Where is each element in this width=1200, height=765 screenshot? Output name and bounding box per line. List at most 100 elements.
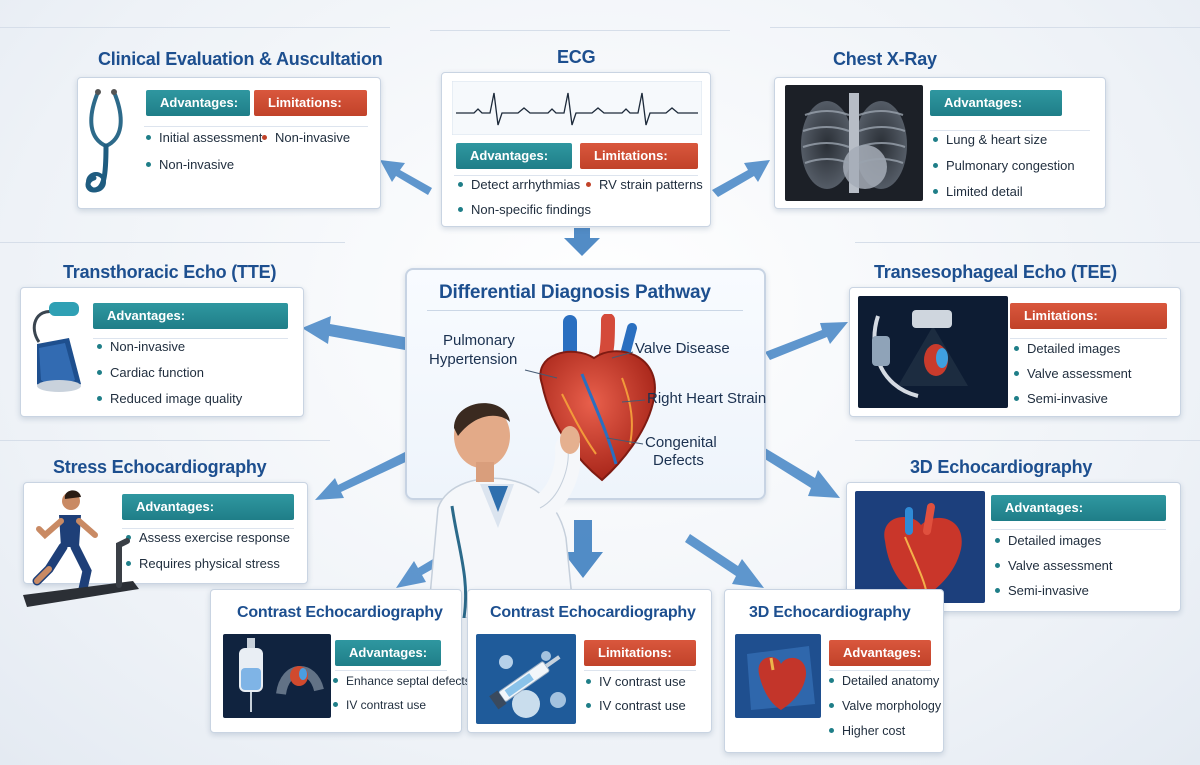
- clinical-limitations-tag: Limitations:: [254, 90, 367, 116]
- contrast2-item: IV contrast use: [599, 674, 686, 689]
- clinical-item: Non-invasive: [159, 157, 235, 172]
- contrast2-item: IV contrast use: [599, 698, 686, 713]
- arrow-to-tte: [302, 316, 410, 350]
- bullet-icon: [333, 702, 338, 708]
- divider: [770, 27, 1200, 28]
- contrast1-title: Contrast Echocardiography: [237, 604, 443, 621]
- echo3d-bottom-panel: 3D Echocardiography Advantages: Detailed…: [724, 589, 944, 753]
- 3d-heart-image: [855, 491, 985, 603]
- bullet-icon: [829, 703, 834, 709]
- echo3d-bottom-advantages-tag: Advantages:: [829, 640, 931, 666]
- bullet-icon: [458, 182, 463, 188]
- xray-item: Pulmonary congestion: [946, 158, 1075, 173]
- arrow-to-3d-bottom: [685, 534, 764, 588]
- echo3d-right-item: Valve assessment: [1008, 558, 1113, 573]
- echo3d-bottom-item: Detailed anatomy: [842, 674, 940, 688]
- echo3d-right-title: 3D Echocardiography: [910, 457, 1093, 477]
- arrow-to-clinical: [380, 160, 432, 195]
- clinical-item: Non-invasive: [275, 130, 351, 145]
- bullet-icon: [126, 535, 131, 541]
- contrast1-item: IV contrast use: [346, 698, 427, 712]
- contrast2-panel: Contrast Echocardiography Limitations: I…: [467, 589, 712, 733]
- label-hypertension: Hypertension: [429, 351, 518, 368]
- contrast1-item: Enhance septal defects: [346, 674, 471, 688]
- label-connectors: [524, 351, 646, 445]
- ecg-item: Detect arrhythmias: [471, 177, 581, 192]
- arrow-to-tee: [765, 322, 848, 360]
- bullet-icon: [146, 135, 151, 141]
- divider: [0, 440, 330, 441]
- tee-item: Detailed images: [1027, 341, 1121, 356]
- tee-item: Valve assessment: [1027, 366, 1132, 381]
- divider: [855, 440, 1200, 441]
- clinical-title: Clinical Evaluation & Auscultation: [98, 49, 383, 69]
- tte-panel: Advantages: Non-invasive Cardiac functio…: [20, 287, 304, 417]
- treadmill-runner-icon: [23, 490, 139, 607]
- ecg-limitations-tag: Limitations:: [580, 143, 698, 169]
- bullet-icon: [933, 137, 938, 143]
- label-right-heart-strain: Right Heart Strain: [647, 390, 767, 407]
- tee-title: Transesophageal Echo (TEE): [874, 262, 1117, 282]
- clinical-item: Initial assessment: [159, 130, 263, 145]
- bullet-icon: [333, 678, 338, 684]
- xray-advantages-tag: Advantages:: [930, 90, 1062, 116]
- bullet-icon: [995, 588, 1000, 594]
- echo3d-right-advantages-tag: Advantages:: [991, 495, 1166, 521]
- tte-title: Transthoracic Echo (TTE): [63, 262, 277, 282]
- bullet-icon: [97, 396, 102, 402]
- ecg-waveform-icon: [452, 81, 702, 135]
- tee-probe-image: [858, 296, 1008, 408]
- bullet-icon: [262, 135, 267, 141]
- bullet-icon: [933, 163, 938, 169]
- stress-item: Assess exercise response: [139, 530, 291, 545]
- contrast2-limitations-tag: Limitations:: [584, 640, 696, 666]
- arrow-down-ecg: [564, 228, 600, 256]
- tte-item: Non-invasive: [110, 339, 186, 354]
- echo3d-bottom-title: 3D Echocardiography: [749, 604, 911, 621]
- bullet-icon: [586, 182, 591, 188]
- label-congenital: Congenital: [645, 434, 717, 451]
- arrow-to-3d-right: [760, 448, 840, 498]
- tte-item: Cardiac function: [110, 365, 204, 380]
- 3d-heart-image: [735, 634, 821, 718]
- bullet-icon: [995, 563, 1000, 569]
- ecg-panel: Advantages: Limitations: Detect arrhythm…: [441, 72, 711, 227]
- stress-title: Stress Echocardiography: [53, 457, 267, 477]
- arrow-to-contrast2: [563, 520, 603, 578]
- xray-item: Lung & heart size: [946, 132, 1048, 147]
- stethoscope-icon: [85, 89, 123, 193]
- echo3d-right-item: Semi-invasive: [1008, 583, 1089, 598]
- bullet-icon: [829, 728, 834, 734]
- xray-title: Chest X-Ray: [833, 49, 937, 69]
- doctor-illustration: [427, 403, 580, 618]
- ecg-advantages-tag: Advantages:: [456, 143, 572, 169]
- bullet-icon: [458, 207, 463, 213]
- arrow-to-xray: [712, 160, 770, 197]
- tee-item: Semi-invasive: [1027, 391, 1108, 406]
- tee-limitations-tag: Limitations:: [1010, 303, 1167, 329]
- label-defects: Defects: [653, 452, 704, 469]
- bullet-icon: [586, 679, 591, 685]
- stress-advantages-tag: Advantages:: [122, 494, 294, 520]
- central-title: Differential Diagnosis Pathway: [439, 282, 711, 303]
- clinical-panel: Advantages: Limitations: Initial assessm…: [77, 77, 381, 209]
- label-pulmonary: Pulmonary: [443, 332, 515, 349]
- xray-item: Limited detail: [946, 184, 1023, 199]
- bullet-icon: [97, 344, 102, 350]
- contrast2-title: Contrast Echocardiography: [490, 604, 696, 621]
- divider: [855, 242, 1200, 243]
- bullet-icon: [126, 561, 131, 567]
- syringe-icon: [476, 634, 576, 724]
- divider: [0, 242, 345, 243]
- chest-xray-image: [785, 85, 923, 201]
- bullet-icon: [1014, 346, 1019, 352]
- tte-item: Reduced image quality: [110, 391, 243, 406]
- divider: [430, 30, 730, 31]
- bullet-icon: [933, 189, 938, 195]
- arrow-to-stress: [315, 452, 410, 500]
- divider: [0, 27, 390, 28]
- stress-item: Requires physical stress: [139, 556, 280, 571]
- heart-illustration: [539, 314, 656, 482]
- ultrasound-probe-icon: [32, 302, 81, 392]
